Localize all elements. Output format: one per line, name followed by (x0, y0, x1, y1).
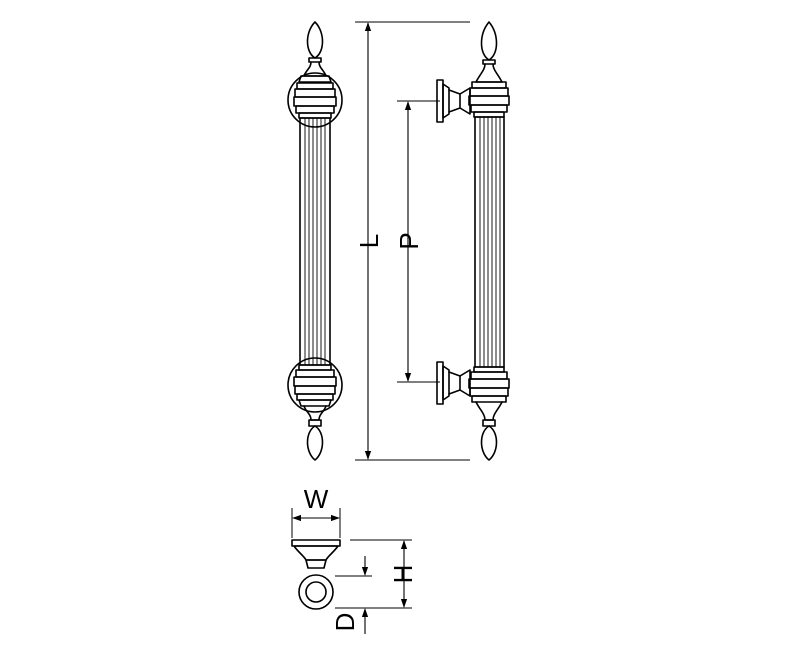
side-bottom-collar (468, 366, 510, 403)
diameter-dimension: D (330, 556, 372, 634)
width-dimension: W (291, 484, 341, 538)
front-view (287, 21, 343, 461)
length-dimension: L (354, 21, 470, 461)
side-top-collar (468, 81, 510, 118)
front-fluted-shaft (299, 117, 331, 366)
height-dimension: H (335, 539, 418, 609)
side-top-bracket (436, 79, 471, 123)
front-bottom-finial (298, 399, 332, 461)
end-view-knob (298, 574, 334, 610)
side-view (436, 21, 510, 461)
side-fluted-shaft (474, 116, 505, 368)
side-bottom-finial (475, 401, 503, 461)
pitch-label: P (394, 232, 424, 249)
end-view: W H D (291, 484, 418, 634)
height-label: H (388, 565, 418, 584)
side-bottom-bracket (436, 361, 471, 405)
pitch-dimension: P (394, 100, 440, 383)
front-top-collar (287, 72, 343, 128)
end-view-base-plate (291, 539, 341, 569)
front-bottom-collar (287, 357, 343, 413)
diameter-label: D (330, 613, 360, 632)
width-label: W (304, 484, 329, 514)
side-top-finial (475, 21, 503, 83)
front-top-finial (298, 21, 332, 83)
length-label: L (354, 234, 384, 248)
